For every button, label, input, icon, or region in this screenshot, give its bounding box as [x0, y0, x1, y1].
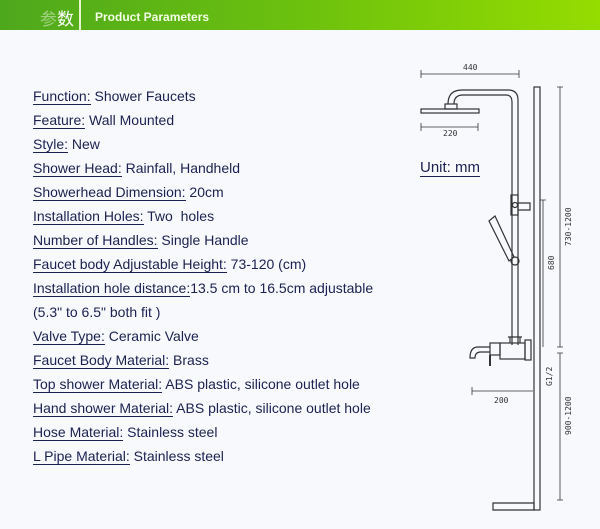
spec-value: 20cm: [185, 184, 224, 200]
spec-label: Function:: [33, 88, 91, 105]
spec-label: Faucet Body Material:: [33, 352, 170, 369]
l-pipe-foot: [492, 502, 535, 511]
spec-label: Installation hole distance:: [33, 280, 191, 297]
spec-row: (5.3" to 6.5" both fit ): [33, 302, 373, 326]
valve-flange: [524, 339, 532, 361]
spec-row: Top shower Material: ABS plastic, silico…: [33, 374, 373, 398]
spec-value: Wall Mounted: [85, 112, 175, 128]
spec-value: ABS plastic, silicone outlet hole: [173, 400, 371, 416]
spec-value: Stainless steel: [129, 448, 224, 464]
dim-730-1200: 730-1200: [564, 207, 573, 246]
spec-label: Top shower Material:: [33, 376, 163, 393]
spec-value: 13.5 cm to 16.5cm adjustable: [190, 280, 374, 296]
spec-value: Shower Faucets: [90, 88, 196, 104]
dim-200: 200: [494, 396, 509, 405]
dim-440: 440: [463, 63, 478, 72]
spec-row: Faucet Body Material: Brass: [33, 350, 373, 374]
spec-row: Number of Handles: Single Handle: [33, 230, 373, 254]
spec-row: Shower Head: Rainfall, Handheld: [33, 158, 373, 182]
spec-row: Installation hole distance:13.5 cm to 16…: [33, 278, 373, 302]
rain-shower-head: [420, 108, 480, 114]
spec-label: Style:: [33, 136, 69, 153]
hand-shower: [488, 215, 515, 262]
spec-value: ABS plastic, silicone outlet hole: [162, 376, 360, 392]
header-cn-char: 参: [40, 10, 57, 30]
holder-arm: [518, 202, 531, 211]
spec-label: Hand shower Material:: [33, 400, 174, 417]
spout: [469, 346, 490, 359]
spec-row: Feature: Wall Mounted: [33, 110, 373, 134]
spec-value: Ceramic Valve: [104, 328, 199, 344]
spec-row: Function: Shower Faucets: [33, 86, 373, 110]
spec-row: Valve Type: Ceramic Valve: [33, 326, 373, 350]
spec-label: Installation Holes:: [33, 208, 144, 225]
spec-row: Hand shower Material: ABS plastic, silic…: [33, 398, 373, 422]
spec-row: Style: New: [33, 134, 373, 158]
hand-shower-ball: [510, 256, 520, 266]
shower-riser: [447, 89, 519, 345]
spec-label: L Pipe Material:: [33, 448, 130, 465]
header-title: Product Parameters: [95, 10, 210, 24]
valve-top: [508, 336, 522, 343]
dimension-lines: [420, 70, 563, 501]
spec-row: L Pipe Material: Stainless steel: [33, 446, 373, 470]
header-cn-title: 参数: [40, 5, 74, 30]
dim-220: 220: [443, 129, 458, 138]
header-cn-char: 数: [57, 10, 74, 30]
spec-label: Hose Material:: [33, 424, 124, 441]
dim-680: 680: [547, 255, 556, 270]
spec-value: Single Handle: [157, 232, 249, 248]
spec-label: Feature:: [33, 112, 86, 129]
mixer-valve: [499, 342, 526, 360]
spec-value: (5.3" to 6.5" both fit ): [33, 304, 161, 320]
dim-900-1200: 900-1200: [564, 396, 573, 435]
spec-value: Two holes: [143, 208, 215, 224]
spec-label: Faucet body Adjustable Height:: [33, 256, 227, 273]
spec-value: Stainless steel: [123, 424, 218, 440]
spec-label: Showerhead Dimension:: [33, 184, 186, 201]
spec-row: Showerhead Dimension: 20cm: [33, 182, 373, 206]
spec-label: Number of Handles:: [33, 232, 158, 249]
header-bar: 参数 Product Parameters: [0, 0, 600, 30]
spec-row: Hose Material: Stainless steel: [33, 422, 373, 446]
spec-value: New: [68, 136, 100, 152]
wall-pipe: [533, 86, 541, 511]
head-connector: [444, 103, 458, 110]
holder-knob: [511, 201, 519, 209]
spec-label: Valve Type:: [33, 328, 105, 345]
spec-value: 73-120 (cm): [226, 256, 307, 272]
dim-g1-2: G1/2: [545, 367, 554, 386]
unit-label: Unit: mm: [420, 159, 480, 177]
valve-nut: [489, 342, 501, 356]
spec-row: Installation Holes: Two holes: [33, 206, 373, 230]
spec-value: Rainfall, Handheld: [121, 160, 241, 176]
header-divider: [79, 0, 81, 30]
spec-value: Brass: [169, 352, 209, 368]
spec-row: Faucet body Adjustable Height: 73-120 (c…: [33, 254, 373, 278]
spec-label: Shower Head:: [33, 160, 122, 177]
